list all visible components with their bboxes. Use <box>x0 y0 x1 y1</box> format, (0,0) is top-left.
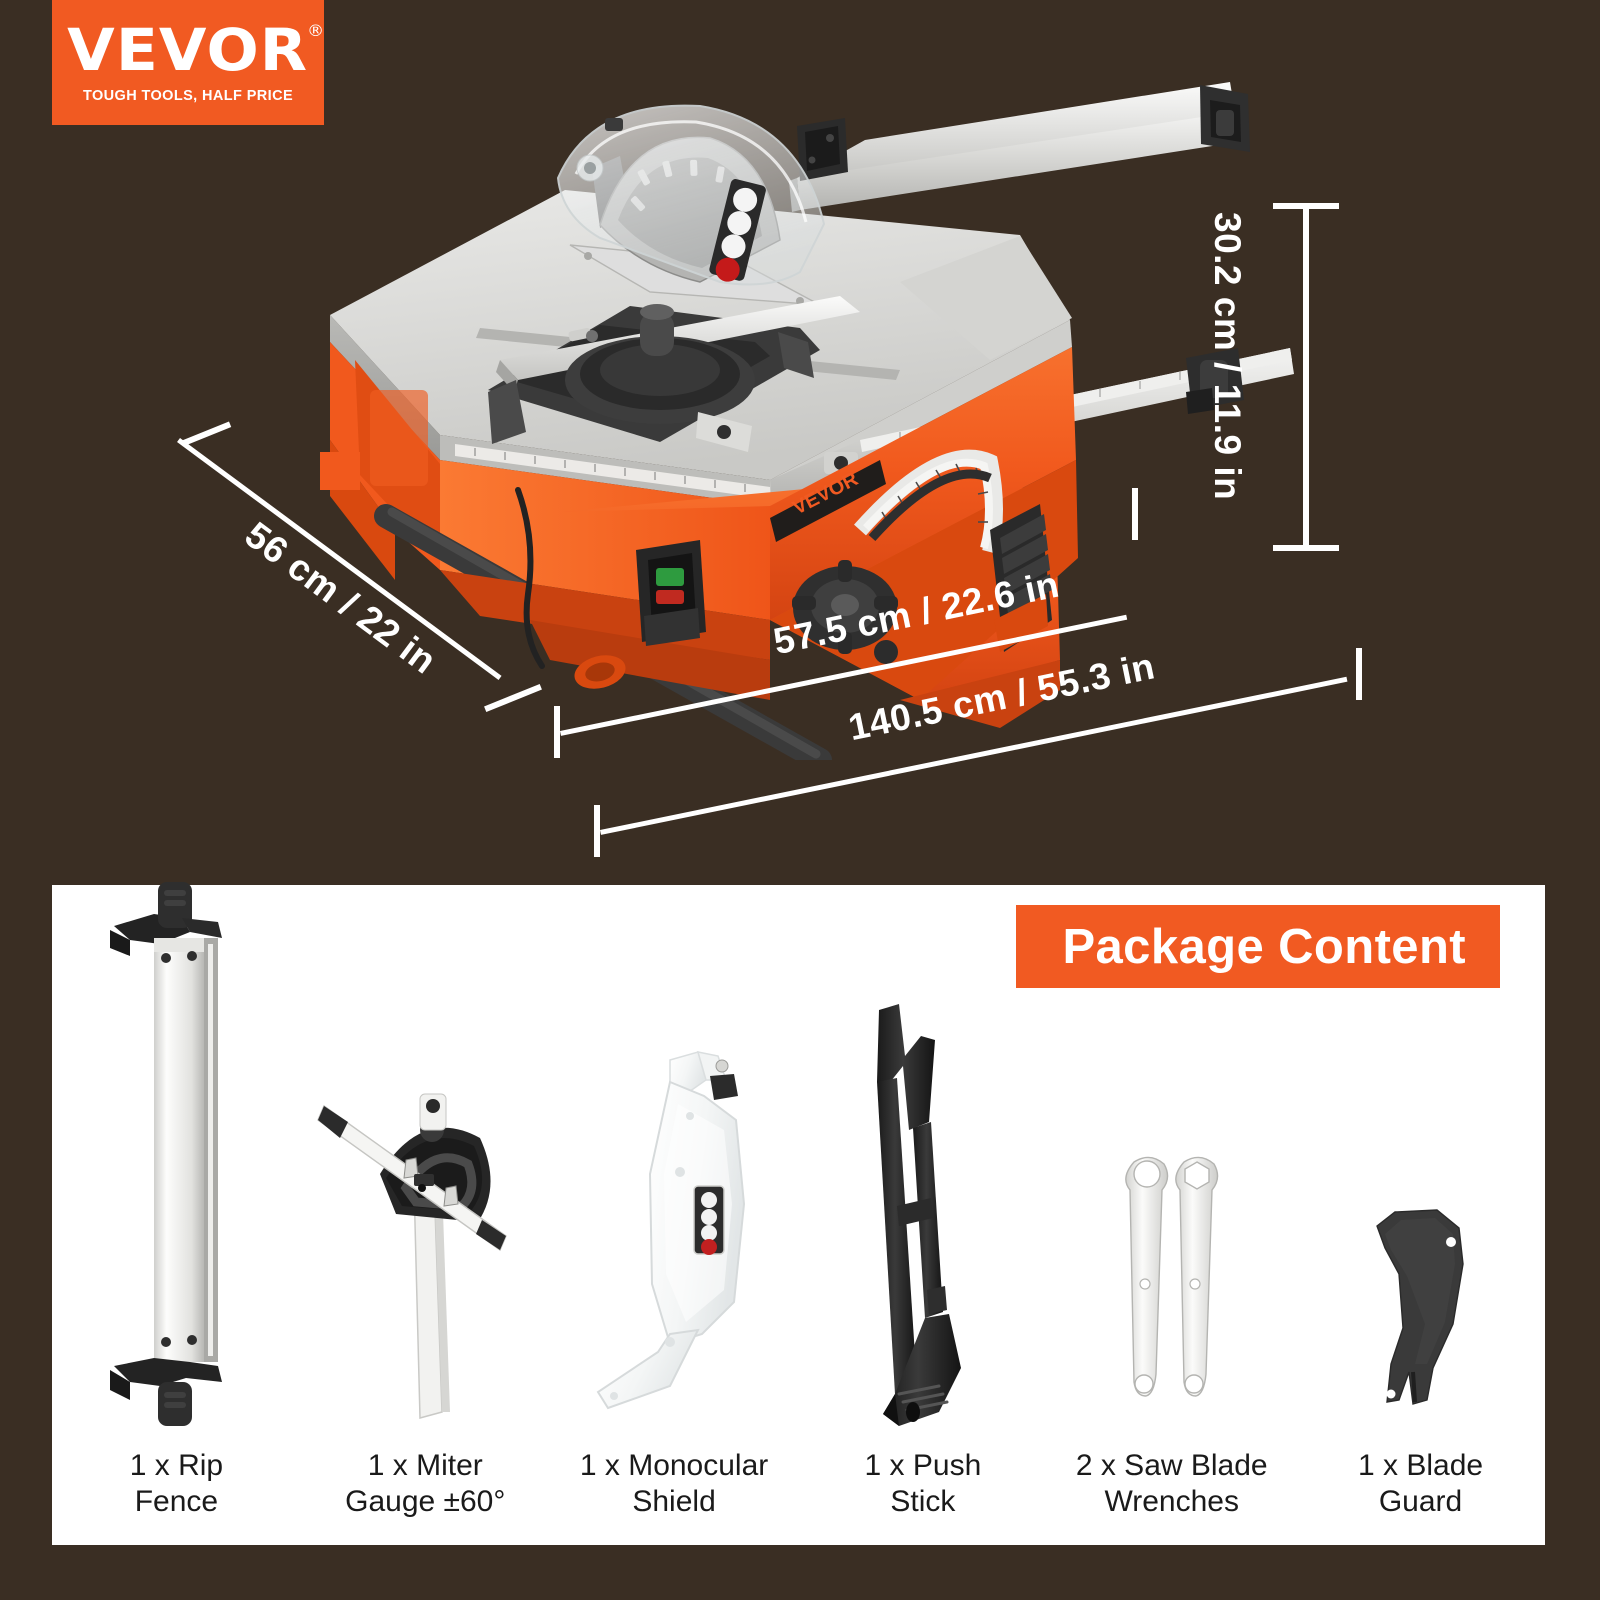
package-content-panel: Package Content <box>52 881 1545 1545</box>
extended-width-dim-cap-right <box>1356 648 1362 700</box>
package-item-caption: 1 x Rip Fence <box>129 1448 224 1519</box>
package-item-caption: 1 x Miter Gauge ±60° <box>345 1448 506 1519</box>
height-adjust-handwheel <box>792 560 898 664</box>
package-content-banner: Package Content <box>1016 905 1500 988</box>
package-item-push-stick: 1 x Push Stick <box>798 895 1047 1535</box>
hero-product-section: VEVOR <box>177 82 1362 857</box>
package-item-caption: 1 x Push Stick <box>864 1448 982 1519</box>
saw-blade-assembly <box>556 104 826 286</box>
monocular-shield-art <box>550 895 799 1434</box>
package-item-rip-fence: 1 x Rip Fence <box>52 881 301 1535</box>
push-stick-art <box>798 895 1047 1434</box>
miter-gauge-on-table <box>488 296 860 452</box>
shield-warning-sticker <box>693 1185 725 1255</box>
vevor-logo: VEVOR® TOUGH TOOLS, HALF PRICE <box>52 0 324 125</box>
width-dim-cap-right <box>1132 488 1138 540</box>
rip-fence-art <box>52 874 301 1434</box>
power-switch <box>636 540 706 646</box>
miter-gauge-art <box>301 895 550 1434</box>
right-extension-table <box>900 236 1072 360</box>
blade-guard-warning-sticker <box>709 179 766 282</box>
push-stick-holder <box>990 504 1052 652</box>
package-content-heading: Package Content <box>1062 919 1466 974</box>
push-stick-icon <box>876 1003 961 1426</box>
package-item-caption: 2 x Saw Blade Wrenches <box>1075 1448 1268 1519</box>
saw-blade-wrenches-art <box>1047 895 1296 1434</box>
brand-tagline: TOUGH TOOLS, HALF PRICE <box>82 88 294 104</box>
package-item-monocular-shield: 1 x Monocular Shield <box>550 895 799 1535</box>
miter-lock-lever <box>568 327 598 342</box>
monocular-shield-icon <box>596 1050 746 1410</box>
brand-name: VEVOR® <box>68 21 325 79</box>
saw-blade-wrenches-icon <box>1124 1156 1218 1397</box>
wrench-hex <box>1174 1156 1218 1397</box>
package-item-miter-gauge: 1 x Miter Gauge ±60° <box>301 895 550 1535</box>
blade-guard-art <box>1296 895 1545 1434</box>
rear-rail-clamp-right <box>1200 85 1250 152</box>
rip-fence-rear-rail <box>789 82 1238 212</box>
rip-fence-icon <box>110 881 223 1426</box>
wrench-round <box>1124 1156 1168 1397</box>
package-item-caption: 1 x Monocular Shield <box>579 1448 769 1519</box>
dimension-label-height: 30.2 cm / 11.9 in <box>1207 212 1248 501</box>
package-items-list: 1 x Rip Fence <box>52 881 1545 1535</box>
package-item-saw-blade-wrenches: 2 x Saw Blade Wrenches <box>1047 895 1296 1535</box>
blade-guard-icon <box>1375 1209 1464 1405</box>
extended-width-dim-cap-left <box>594 805 600 857</box>
miter-gauge-icon <box>317 1093 508 1419</box>
depth-dim-cap-top <box>180 421 232 447</box>
package-item-caption: 1 x Blade Guard <box>1358 1448 1484 1519</box>
dust-port <box>574 655 626 689</box>
brand-name-text: VEVOR <box>67 16 309 84</box>
package-item-blade-guard: 1 x Blade Guard <box>1296 895 1545 1535</box>
rip-fence-clamp <box>1186 348 1244 414</box>
width-dim-cap-left <box>554 706 560 758</box>
height-dim-line <box>1303 203 1309 551</box>
height-dim-cap-bottom <box>1273 545 1339 551</box>
table-saw-illustration: VEVOR <box>320 82 1294 760</box>
registered-trademark-icon: ® <box>307 21 326 40</box>
rear-rail-clamp-left <box>797 118 848 181</box>
bevel-angle-scale <box>854 449 1003 554</box>
